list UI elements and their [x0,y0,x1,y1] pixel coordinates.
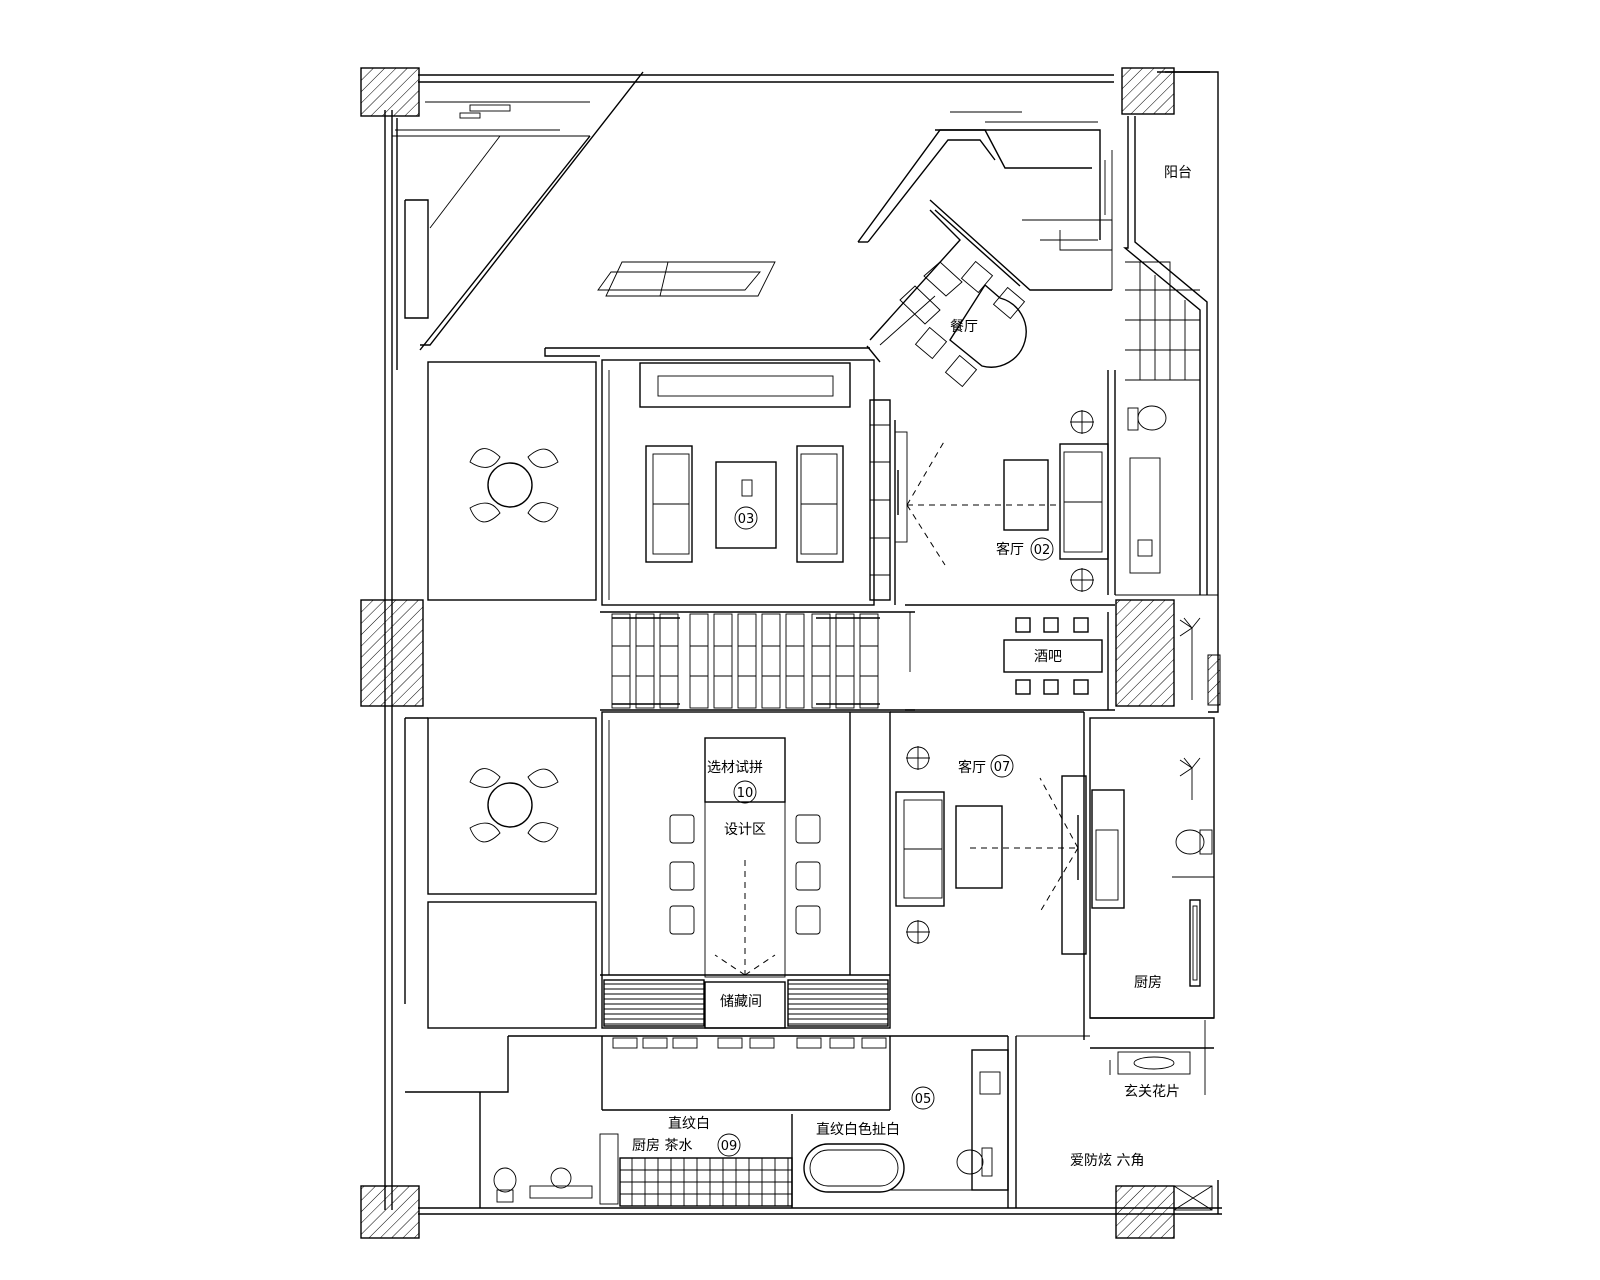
label-design-area: 设计区 [724,822,766,838]
bar-area [905,604,1201,711]
tag-07: 07 [994,760,1011,775]
label-bath-line: 直纹白色扯白 [816,1121,900,1138]
structural-columns [360,67,1221,1239]
living-07-room [890,711,1087,1040]
design-area [600,711,891,1029]
wine-racks [600,611,915,711]
lower-strip [405,1035,891,1208]
right-kitchen [1089,717,1215,1095]
tag-03: 03 [738,512,755,527]
dining-set [899,260,1027,388]
tag-02: 02 [1034,543,1051,558]
left-lounge-lower [404,717,597,1029]
label-living-07: 客厅 [958,759,986,776]
room-labels: 阳台 餐厅 酒吧 客厅 客厅 设计区 选材试拼 储藏间 厨房 玄关花片 直纹白 … [632,165,1192,1169]
left-lounge-upper [427,361,597,601]
label-entry-flower: 玄关花片 [1124,1083,1180,1100]
room-tags: 02 03 05 07 09 10 [717,506,1054,1157]
label-kitchen: 厨房 [1134,975,1162,991]
outer-walls [384,71,1222,1215]
tag-09: 09 [721,1139,738,1154]
label-dining: 餐厅 [950,319,978,335]
living-02-room [894,370,1116,595]
upper-diagonal-area [404,71,881,363]
label-kitchen-tea: 厨房 茶水 [632,1138,692,1154]
label-bar: 酒吧 [1034,649,1062,665]
label-balcony: 阳台 [1164,165,1192,181]
label-material-trial: 选材试拼 [707,760,763,776]
bathroom-05 [803,1035,1090,1208]
label-living-02: 客厅 [996,541,1024,558]
window-detail [392,101,590,137]
label-anti-slip: 爱防炫 六角 [1070,1153,1144,1169]
tag-05: 05 [915,1092,932,1107]
dining-walls [857,111,1113,346]
tag-10: 10 [737,786,754,801]
label-storage: 储藏间 [720,994,762,1010]
living-03-room [601,359,896,606]
label-top-line: 直纹白 [668,1115,710,1132]
balcony-area [1115,116,1218,596]
